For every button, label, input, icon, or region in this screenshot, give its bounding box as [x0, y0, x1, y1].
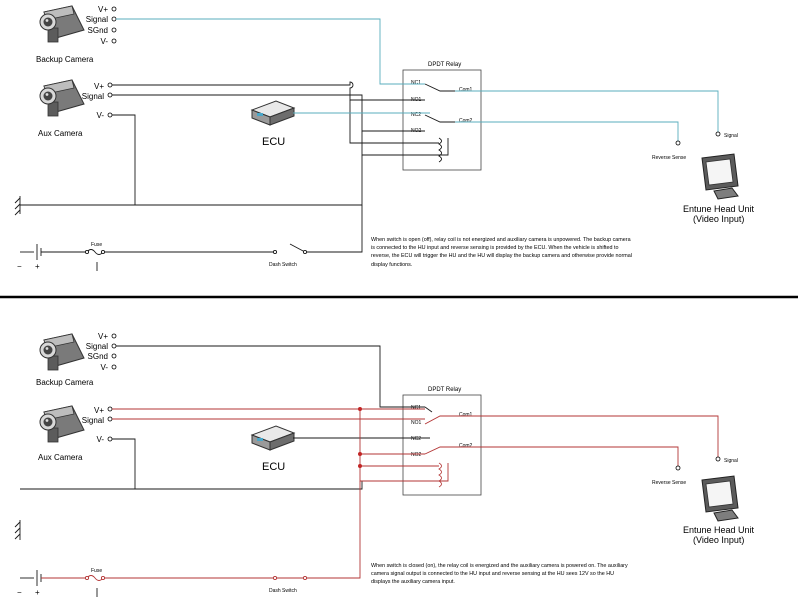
svg-text:V-: V- — [96, 435, 104, 444]
description-closed: When switch is closed (on), the relay co… — [371, 563, 628, 586]
svg-text:NC1: NC1 — [411, 405, 421, 411]
backup-camera-pins: V+ Signal SGnd V- — [86, 332, 109, 372]
battery-plus: + — [35, 262, 40, 271]
aux-camera-pins: V+ Signal V- — [82, 406, 105, 444]
backup-camera-label: Backup Camera — [36, 55, 94, 64]
bottom-wiring — [14, 345, 433, 597]
svg-text:Com2: Com2 — [459, 118, 473, 124]
relay-box — [402, 394, 482, 496]
panel-switch-closed: Backup Camera V+ Signal SGnd V- Aux Came… — [14, 332, 755, 597]
aux-camera-label: Aux Camera — [38, 453, 83, 462]
svg-text:Signal: Signal — [86, 15, 108, 24]
relay-title: DPDT Relay — [428, 62, 461, 68]
svg-text:Signal: Signal — [82, 92, 104, 101]
svg-text:Signal: Signal — [86, 342, 108, 351]
ecu-label: ECU — [262, 136, 285, 148]
svg-text:Com1: Com1 — [459, 87, 473, 93]
hu-reverse-label: Reverse Sense — [652, 480, 686, 486]
head-unit-icon — [701, 475, 739, 522]
svg-text:NC2: NC2 — [411, 112, 421, 118]
svg-text:SGnd: SGnd — [88, 26, 108, 35]
svg-text:V+: V+ — [94, 82, 104, 91]
aux-camera-label: Aux Camera — [38, 129, 83, 138]
svg-text:Com2: Com2 — [459, 443, 473, 449]
aux-camera-icon — [39, 405, 85, 443]
head-unit-line2: (Video Input) — [693, 535, 744, 545]
relay-coil — [438, 462, 442, 488]
battery-minus: − — [17, 588, 22, 597]
svg-text:NO2: NO2 — [411, 452, 422, 458]
junction-dots — [358, 407, 362, 468]
svg-text:NC1: NC1 — [411, 80, 421, 86]
bottom-active-wiring — [41, 408, 719, 581]
svg-text:NO1: NO1 — [411, 420, 422, 426]
battery-minus: − — [17, 262, 22, 271]
head-unit-icon — [701, 153, 739, 200]
svg-text:V+: V+ — [94, 406, 104, 415]
aux-camera-pins: V+ Signal V- — [82, 82, 105, 120]
svg-text:V-: V- — [100, 37, 108, 46]
svg-text:V+: V+ — [98, 332, 108, 341]
backup-camera-icon — [39, 5, 85, 43]
svg-text:Com1: Com1 — [459, 412, 473, 418]
head-unit-line1: Entune Head Unit — [683, 525, 755, 535]
svg-text:V+: V+ — [98, 5, 108, 14]
backup-camera-label: Backup Camera — [36, 378, 94, 387]
relay-title: DPDT Relay — [428, 387, 461, 393]
svg-text:V-: V- — [100, 363, 108, 372]
hu-signal-label: Signal — [724, 133, 738, 139]
switch-label: Dash Switch — [269, 588, 297, 594]
aux-camera-icon — [39, 79, 85, 117]
battery-plus: + — [35, 588, 40, 597]
description-open: When switch is open (off), relay coil is… — [371, 237, 632, 268]
top-wiring — [14, 81, 455, 271]
svg-text:Signal: Signal — [82, 416, 104, 425]
panel-switch-open: Backup Camera V+ Signal SGnd V- Aux Came… — [14, 5, 755, 271]
backup-camera-icon — [39, 333, 85, 371]
head-unit-line1: Entune Head Unit — [683, 204, 755, 214]
switch-label: Dash Switch — [269, 262, 297, 268]
top-active-signal — [116, 18, 719, 141]
hu-signal-label: Signal — [724, 458, 738, 464]
fuse-label: Fuse — [91, 242, 102, 248]
relay-coil — [438, 137, 442, 163]
ecu-icon — [251, 425, 295, 451]
hu-reverse-label: Reverse Sense — [652, 155, 686, 161]
ecu-label: ECU — [262, 461, 285, 473]
fuse-label: Fuse — [91, 568, 102, 574]
backup-camera-pins: V+ Signal SGnd V- — [86, 5, 109, 46]
relay-box — [402, 69, 482, 171]
head-unit-line2: (Video Input) — [693, 214, 744, 224]
svg-text:V-: V- — [96, 111, 104, 120]
ecu-icon — [251, 100, 295, 126]
svg-text:SGnd: SGnd — [88, 352, 108, 361]
relay-pin-labels: NC1 NO1 NC2 NO2 Com1 Com2 — [411, 405, 473, 458]
svg-text:NC2: NC2 — [411, 436, 421, 442]
